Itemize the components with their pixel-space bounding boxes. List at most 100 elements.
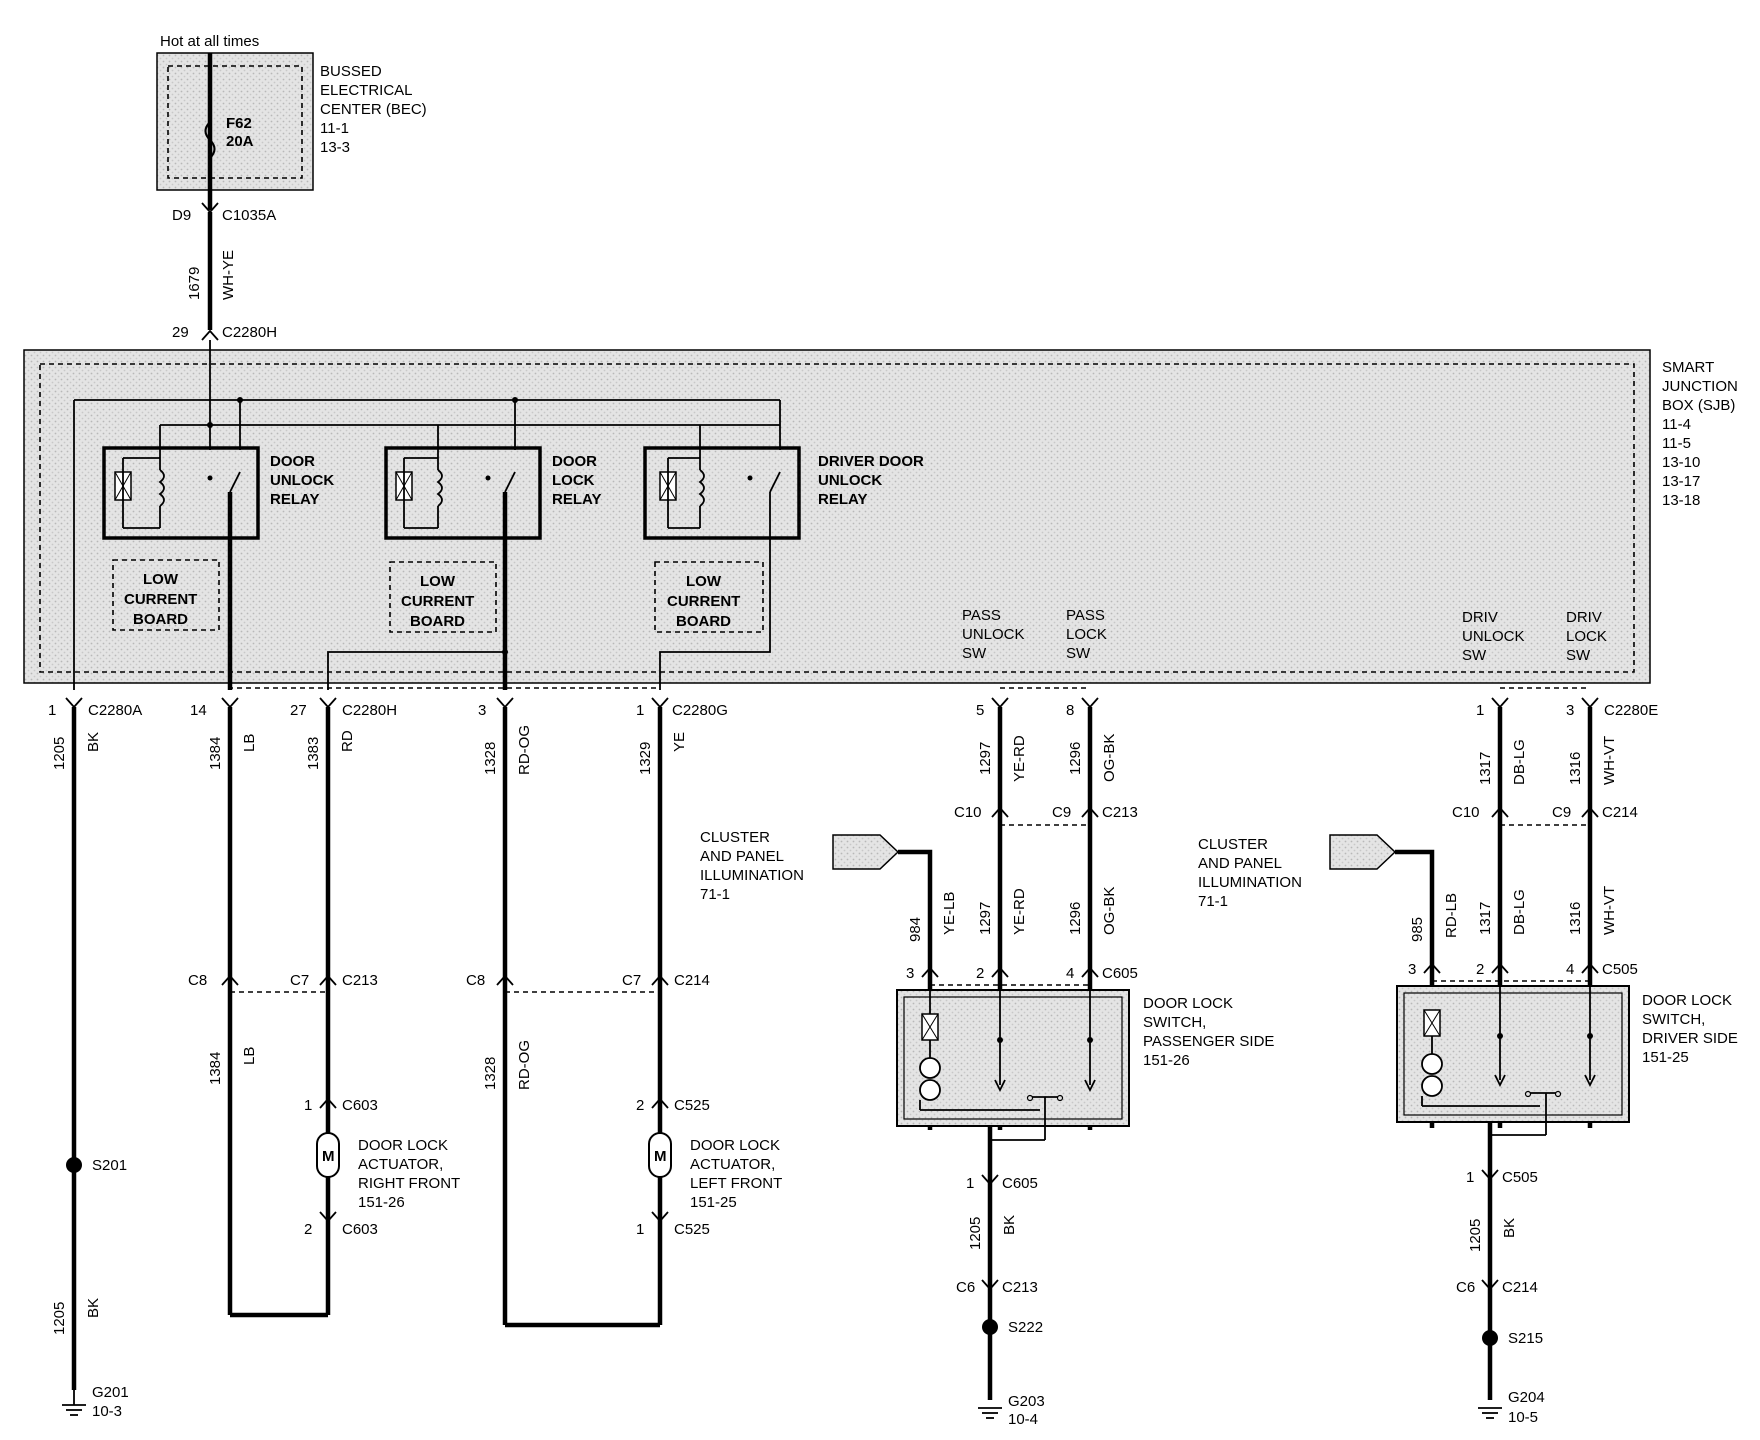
wire-1205-lower-color: BK [85,1298,102,1318]
sjb-line-3: BOX (SJB) [1662,397,1735,414]
bec-line-4: 11-1 [320,120,349,137]
conn-pass-c213: C213 [1102,804,1138,821]
pass-pin-4: 4 [1066,965,1074,982]
wire-1205-lower-label: 1205 [51,1302,68,1335]
pass-illum-line-4: 71-1 [700,886,730,903]
driv-lock-sw-3: SW [1566,647,1591,664]
door-lock-relay: DOOR LOCK RELAY LOW CURRENT BOARD [384,425,601,690]
driv-switch-line-2: SWITCH, [1642,1011,1705,1028]
pass-illum-line-2: AND PANEL [700,848,784,865]
sjb-line-5: 11-5 [1662,435,1691,452]
conn-c7-left: C7 [290,972,309,989]
pass-gnd-conn: C605 [1002,1175,1038,1192]
hot-at-all-times-label: Hot at all times [160,33,259,50]
board-2-line-2: CURRENT [401,593,474,610]
wire-1383-color: RD [339,730,356,752]
feed-conn-bottom: C2280H [222,324,277,341]
pass-illum-line-1: CLUSTER [700,829,770,846]
conn-c7-mid: C7 [622,972,641,989]
pin-e-1: 1 [1476,702,1484,719]
actuator-rf-line-4: 151-26 [358,1194,405,1211]
wire-1296-label: 1296 [1067,742,1084,775]
pass-unlock-sw-2: UNLOCK [962,626,1025,643]
wire-1316-lower-color: WH-VT [1601,886,1618,935]
pin-8: 8 [1066,702,1074,719]
relay-1-line-3: RELAY [270,491,319,508]
driv-switch-line-3: DRIVER SIDE [1642,1030,1738,1047]
splice-s201-label: S201 [92,1157,127,1174]
pin-3: 3 [478,702,486,719]
conn-pass-c10: C10 [954,804,982,821]
conn-c8-mid: C8 [466,972,485,989]
actuator-lf-pin-bottom: 1 [636,1221,644,1238]
sjb-pins: 1 C2280A 14 27 C2280H 3 1 C2280G 5 8 1 3… [48,697,1658,719]
relay-1-line-2: UNLOCK [270,472,334,489]
pass-lock-sw-2: LOCK [1066,626,1107,643]
pass-lock-sw-3: SW [1066,645,1091,662]
actuator-lf-line-2: ACTUATOR, [690,1156,775,1173]
actuator-rf-pin-bottom: 2 [304,1221,312,1238]
feed-circuit: 1679 [186,267,203,300]
wire-1296-color: OG-BK [1101,734,1118,782]
relay-3-line-1: DRIVER DOOR [818,453,924,470]
conn-c2280e: C2280E [1604,702,1658,719]
bec-line-5: 13-3 [320,139,350,156]
ground-g201-ref: 10-3 [92,1403,122,1420]
actuator-lf-conn-top: C525 [674,1097,710,1114]
sjb-line-6: 13-10 [1662,454,1700,471]
wire-1328-color: RD-OG [516,725,533,775]
actuator-lf-line-4: 151-25 [690,1194,737,1211]
board-2-line-1: LOW [420,573,456,590]
driv-unlock-sw-2: UNLOCK [1462,628,1525,645]
relay-2-line-2: LOCK [552,472,595,489]
conn-c214-mid: C214 [674,972,710,989]
relay-1-line-1: DOOR [270,453,315,470]
feed-pin-bottom: 29 [172,324,189,341]
board-2-line-3: BOARD [410,613,465,630]
pass-switch-line-1: DOOR LOCK [1143,995,1233,1012]
left-ground-wire: 1205 BK S201 1205 BK G201 10-3 [51,707,129,1420]
sjb-line-4: 11-4 [1662,416,1691,433]
wire-1297-label: 1297 [977,742,994,775]
board-1-line-1: LOW [143,571,179,588]
conn-driv-c10: C10 [1452,804,1480,821]
pass-switch-line-2: SWITCH, [1143,1014,1206,1031]
driver-switch-circuit: 1317 DB-LG 1316 WH-VT C10 C9 C214 1317 D… [1198,707,1738,1426]
motor-rf-label: M [322,1148,335,1165]
driv-c6: C6 [1456,1279,1475,1296]
pass-pin-3: 3 [906,965,914,982]
conn-pass-c9: C9 [1052,804,1071,821]
pass-switch-line-3: PASSENGER SIDE [1143,1033,1274,1050]
driv-ground-ref: 10-5 [1508,1409,1538,1426]
feed-conn-top: C1035A [222,207,276,224]
wire-1384-color: LB [241,734,258,752]
driv-illum-line-2: AND PANEL [1198,855,1282,872]
board-3-line-3: BOARD [676,613,731,630]
wire-1317-label: 1317 [1477,752,1494,785]
driv-c6-conn: C214 [1502,1279,1538,1296]
driv-gnd-conn: C505 [1502,1169,1538,1186]
wire-1328-lower-label: 1328 [482,1057,499,1090]
wire-1205-label: 1205 [51,737,68,770]
fuse-name: F62 [226,115,252,132]
door-unlock-relay: DOOR UNLOCK RELAY LOW CURRENT BOARD [102,425,334,690]
splice-s215 [1482,1330,1498,1346]
pin-g-1: 1 [636,702,644,719]
driv-illum-line-1: CLUSTER [1198,836,1268,853]
wire-984-color: YE-LB [941,892,958,935]
bec-line-3: CENTER (BEC) [320,101,427,118]
pin-e-3: 3 [1566,702,1574,719]
pin-a-1: 1 [48,702,56,719]
bec-line-2: ELECTRICAL [320,82,413,99]
driv-pin-3: 3 [1408,961,1416,978]
driv-unlock-sw-3: SW [1462,647,1487,664]
pass-pin-2: 2 [976,965,984,982]
driv-pin-4: 4 [1566,961,1574,978]
conn-c2280g: C2280G [672,702,728,719]
driv-splice: S215 [1508,1330,1543,1347]
actuator-rf-line-1: DOOR LOCK [358,1137,448,1154]
pass-illumination-connector: CLUSTER AND PANEL ILLUMINATION 71-1 [700,829,933,1130]
wire-984-label: 984 [907,917,924,942]
splice-s201 [66,1157,82,1173]
driv-gnd-circuit: 1205 [1467,1219,1484,1252]
